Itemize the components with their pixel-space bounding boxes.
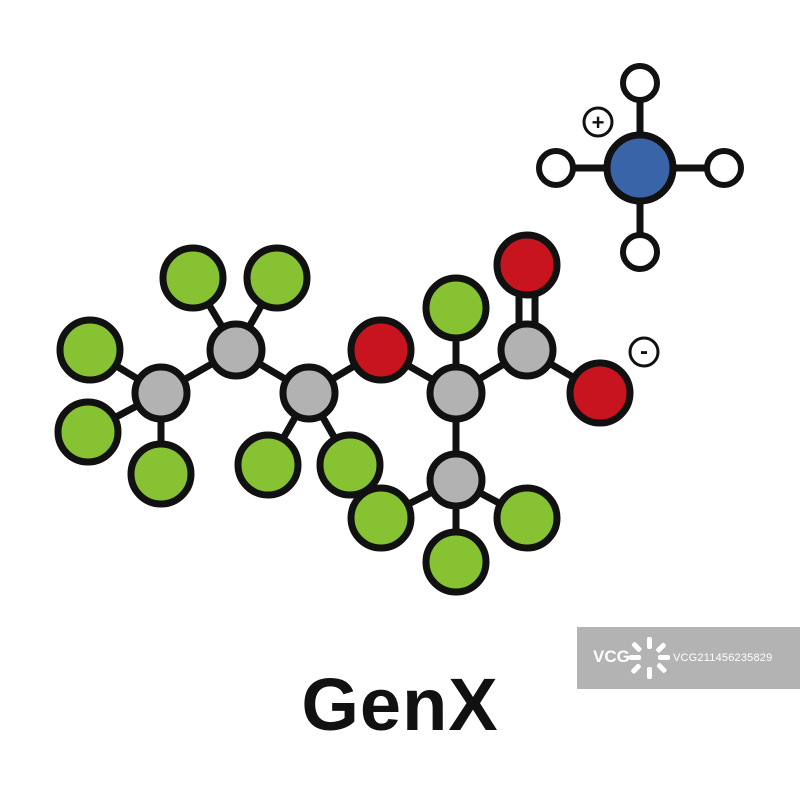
hydrogen-atom [536,148,576,188]
carbon-atom [131,363,191,423]
negative-charge-sign: - [640,338,648,365]
carbon-atom [497,320,557,380]
watermark-logo-icon [629,637,670,679]
fluorine-atom [243,244,311,312]
oxygen-atom [493,231,561,299]
fluorine-atom [127,440,195,508]
molecule-title: GenX [301,663,499,746]
fluorine-atom [316,431,384,499]
carbon-atom [426,450,486,510]
watermark-id: VCG211456235829 [673,652,773,664]
oxygen-atom [347,316,415,384]
hydrogen-atom [704,148,744,188]
charges: + - [582,106,660,368]
positive-charge-sign: + [592,110,605,135]
carbon-atom [206,320,266,380]
nitrogen-atom [603,131,677,205]
watermark-brand: VCG [593,647,630,666]
fluorine-atom [422,274,490,342]
fluorine-atom [493,484,561,552]
fluorine-atom [54,398,122,466]
fluorine-atom [234,431,302,499]
carbon-atom [279,363,339,423]
watermark: VCG VCG211456235829 [577,627,800,689]
negative-charge-ring [628,336,660,368]
carbon-atom [426,363,486,423]
atoms [54,63,744,596]
hydrogen-atom [620,63,660,103]
fluorine-atom [347,484,415,552]
positive-charge-ring [582,106,614,138]
oxygen-atom [566,359,634,427]
fluorine-atom [422,528,490,596]
fluorine-atom [56,316,124,384]
hydrogen-atom [620,232,660,272]
fluorine-atom [159,244,227,312]
